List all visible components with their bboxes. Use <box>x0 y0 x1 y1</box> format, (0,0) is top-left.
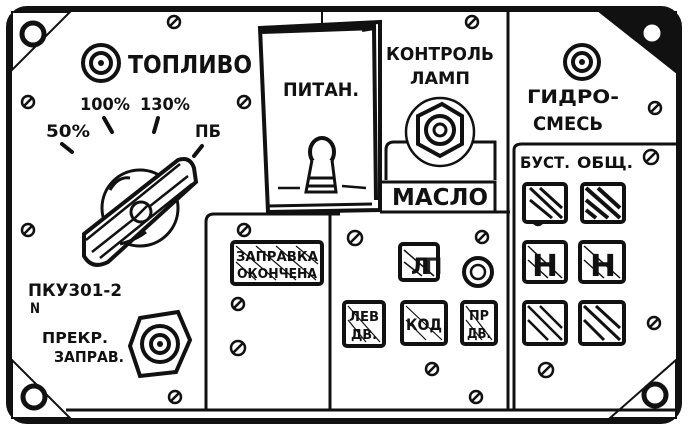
fuel-title: ТОПЛИВО <box>128 50 252 79</box>
dial-label-pb: ПБ <box>195 122 221 142</box>
oil-lamp-top-right-letter: П <box>424 255 442 280</box>
power-switch-guard[interactable] <box>257 19 382 215</box>
oil-lamp-top-left: Л <box>398 242 440 282</box>
model-number-label: N <box>30 301 40 317</box>
power-label: ПИТАН. <box>283 79 359 101</box>
oil-lamp-right-engine: ПР ДВ. <box>460 300 498 346</box>
refuel-complete-line1: ЗАПРАВКА <box>236 250 318 265</box>
booster-lamp-label-right: Н <box>590 249 616 284</box>
hydraulic-label-line2: СМЕСЬ <box>533 113 603 135</box>
mount-hole-top-right <box>638 19 666 47</box>
booster-lamp-r3-right <box>578 300 626 346</box>
lamp-check-label-line2: ЛАМП <box>410 69 470 89</box>
model-label: ПКУ301-2 <box>28 281 122 301</box>
power-toggle-lever[interactable] <box>278 136 367 194</box>
booster-lamp-label-left: Н <box>532 249 558 284</box>
svg-text:ДВ.: ДВ. <box>351 328 377 343</box>
booster-lamps <box>522 182 626 346</box>
screws <box>20 14 663 405</box>
booster-header-left: БУСТ. <box>520 153 570 172</box>
booster-header-right: ОБЩ. <box>577 153 633 172</box>
svg-text:ПР: ПР <box>469 309 489 324</box>
lamp-check-label-line1: КОНТРОЛЬ <box>386 44 494 65</box>
section-dividers <box>66 12 680 412</box>
oil-pressure-lamp <box>462 256 494 288</box>
stop-refuel-label-line1: ПРЕКР. <box>42 329 108 347</box>
mount-hole-top-left <box>19 20 47 48</box>
booster-lamp-r1-right <box>580 182 626 224</box>
fuel-indicator-lamp <box>81 43 121 83</box>
lamp-check-button[interactable] <box>404 96 476 168</box>
hydraulic-indicator-lamp <box>563 43 601 81</box>
svg-text:ДВ.: ДВ. <box>467 327 491 342</box>
booster-lamp-r3-left <box>522 300 568 346</box>
refuel-complete-line2: ОКОНЧЕНА <box>237 267 317 282</box>
dial-label-130: 130% <box>140 95 190 115</box>
svg-text:Л: Л <box>411 255 429 280</box>
svg-text:ЛЕВ: ЛЕВ <box>349 310 379 325</box>
mount-hole-bottom-right <box>641 381 669 409</box>
booster-lamp-r2-right <box>578 240 626 284</box>
oil-title: МАСЛО <box>392 185 488 211</box>
stop-refuel-label-line2: ЗАПРАВ. <box>54 348 124 366</box>
mount-hole-bottom-left <box>20 383 48 411</box>
dial-label-50: 50% <box>46 122 90 142</box>
refuel-complete-indicator: ЗАПРАВКА ОКОНЧЕНА <box>230 240 324 286</box>
stop-refuel-button[interactable] <box>127 309 193 379</box>
dial-label-100: 100% <box>80 95 130 115</box>
oil-lamp-left-engine: ЛЕВ ДВ. <box>342 300 386 348</box>
fuel-selector-knob[interactable] <box>82 157 199 267</box>
oil-lamp-code: КОД <box>400 300 448 346</box>
hydraulic-label-line1: ГИДРО- <box>527 86 619 108</box>
booster-lamp-r1-left <box>522 182 568 224</box>
svg-text:КОД: КОД <box>406 315 442 334</box>
fuel-dial-ticks <box>60 116 204 158</box>
booster-lamp-r2-left <box>522 240 568 284</box>
